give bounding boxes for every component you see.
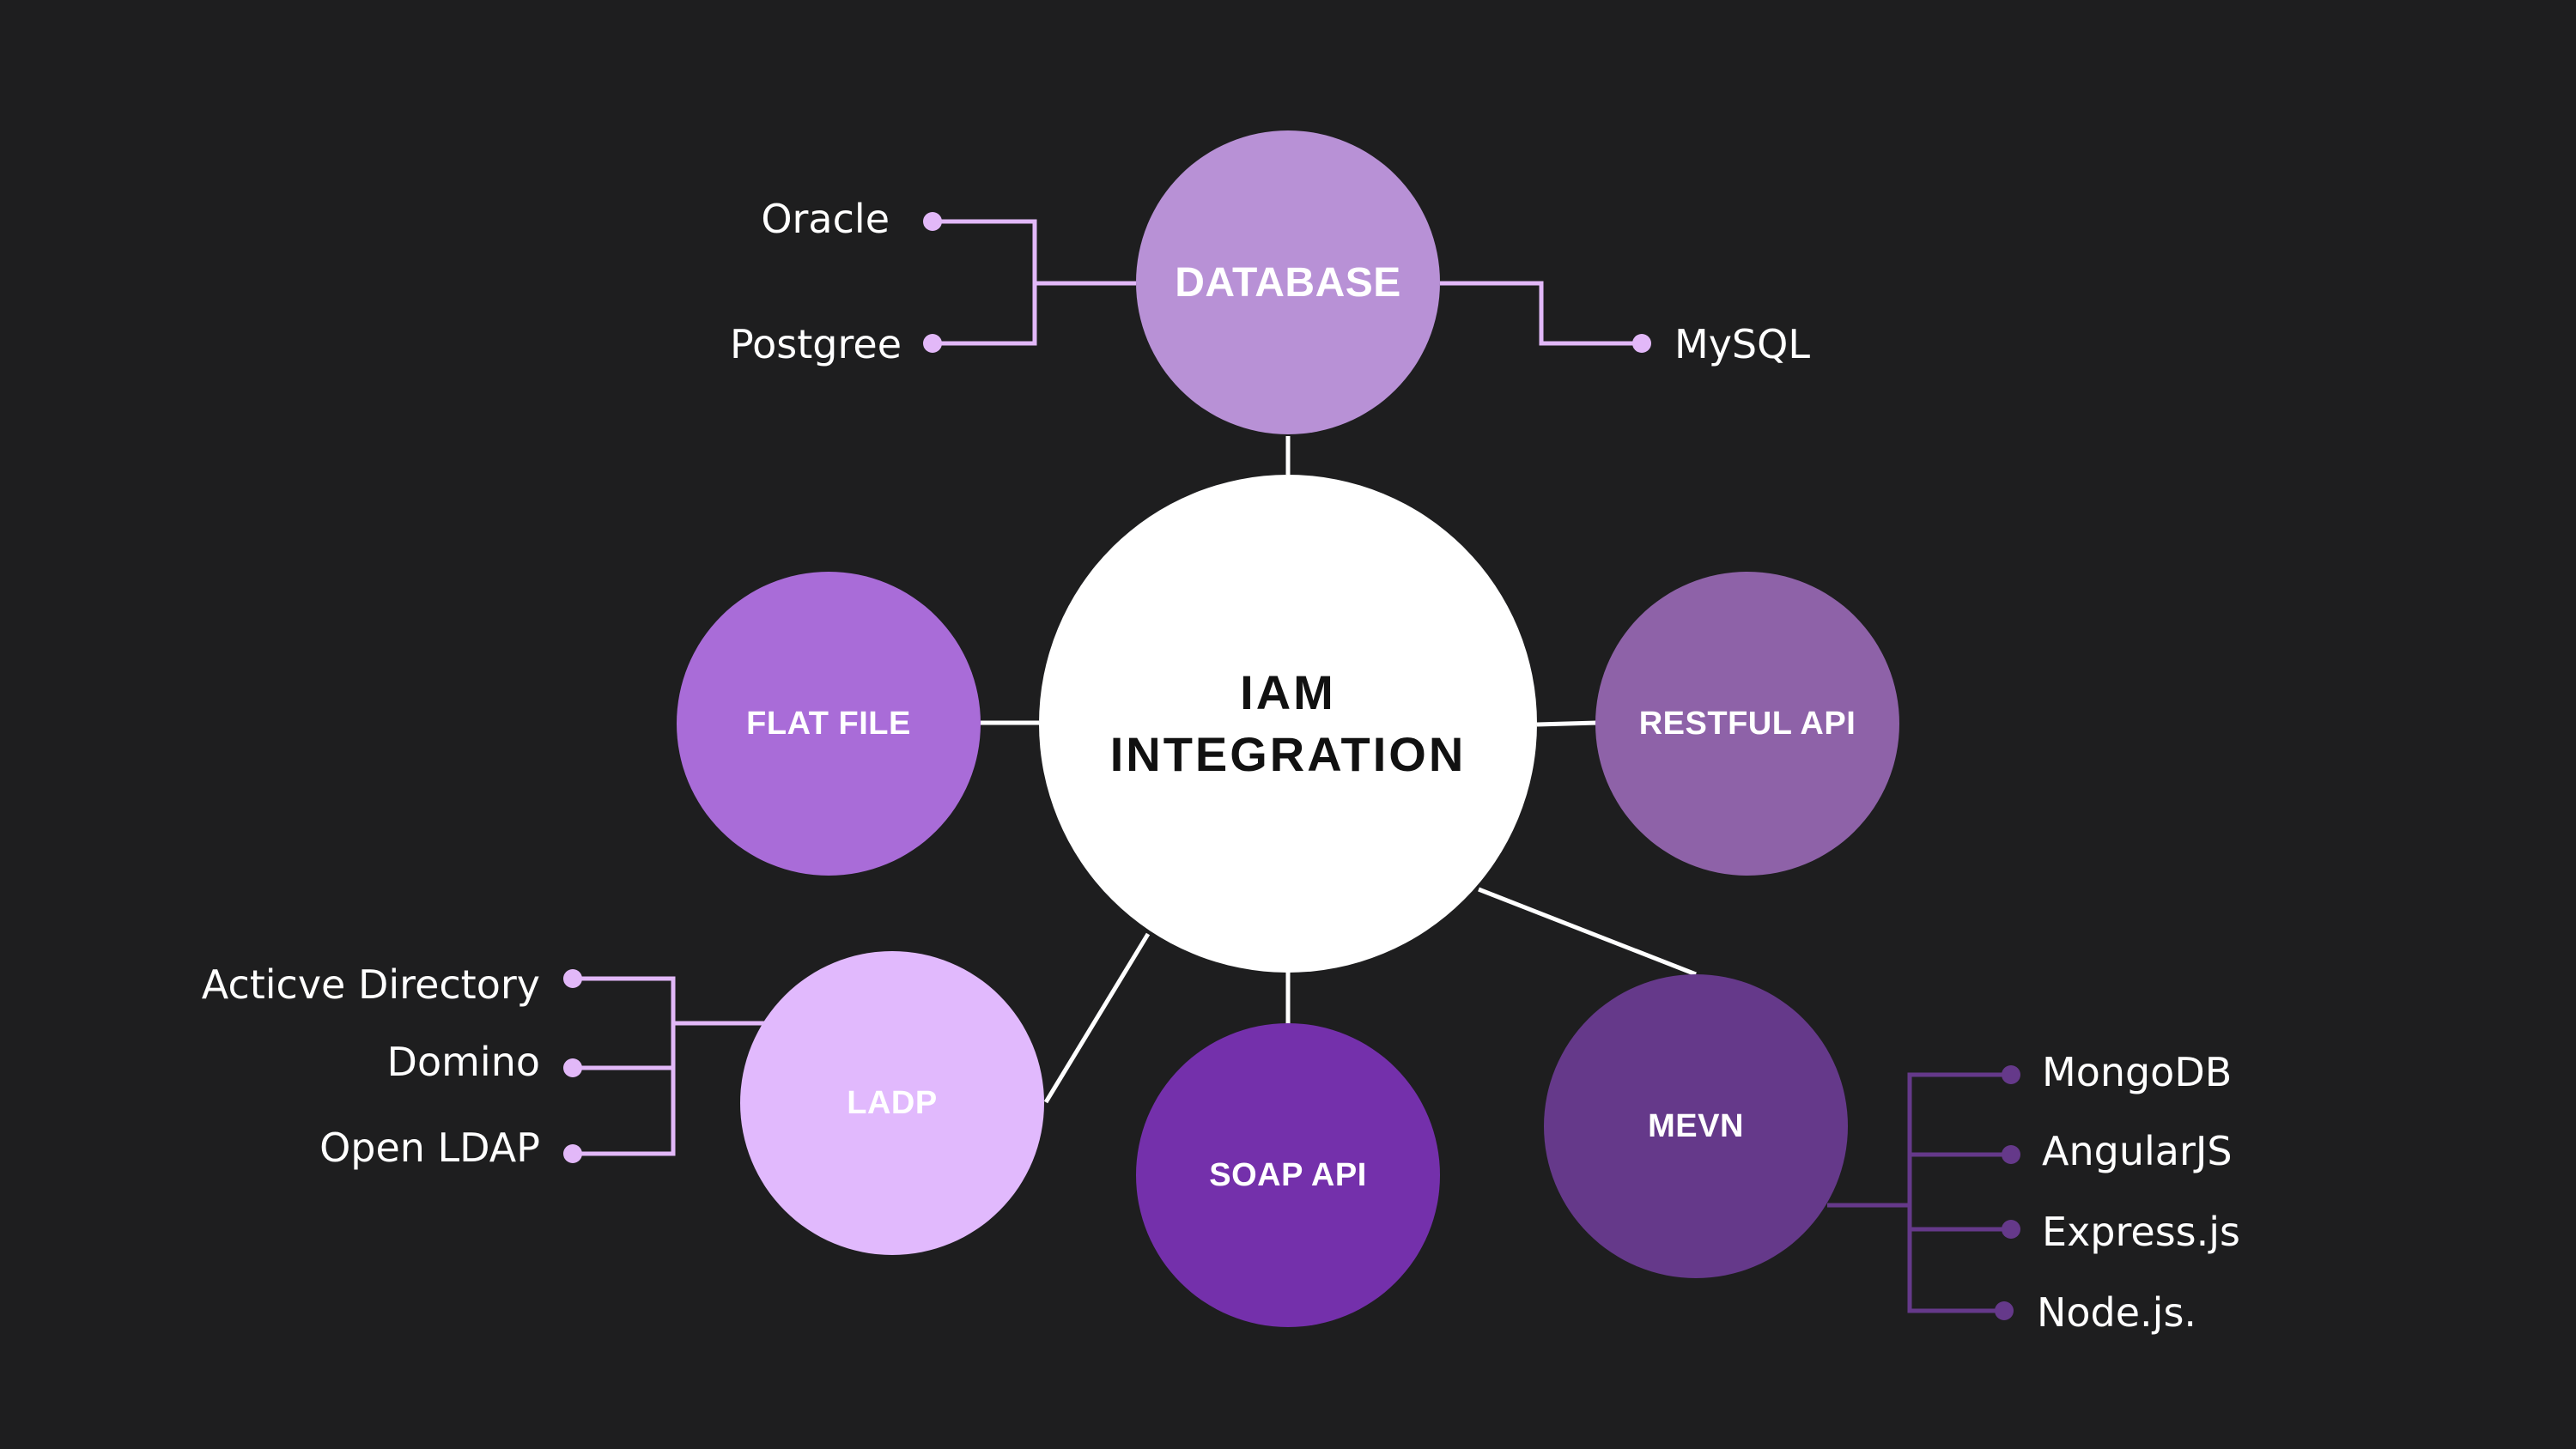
branch-database-left [933,219,1037,346]
dot-mysql [1632,334,1651,353]
dot-mongodb [2002,1065,2020,1084]
leaf-oracle: Oracle [761,196,890,242]
leaf-open-ldap: Open LDAP [319,1125,540,1171]
mevn-label: MEVN [1648,1107,1744,1144]
dot-angularjs [2002,1145,2020,1164]
spoke-mevn [1478,887,1697,977]
leaf-postgree: Postgree [730,321,902,367]
flat-file-node: FLAT FILE [677,572,981,876]
iam-integration-hub: IAM INTEGRATION [1039,475,1537,973]
dot-oracle [923,212,942,231]
ladp-node: LADP [740,951,1044,1255]
mevn-node: MEVN [1544,974,1848,1278]
leaf-active-directory: Acticve Directory [201,961,540,1008]
spoke-restful-api [1536,720,1598,727]
leaf-mongodb: MongoDB [2042,1049,2233,1095]
dot-active-directory [563,969,582,988]
leaf-domino: Domino [386,1039,540,1085]
leaf-expressjs: Express.js [2042,1209,2240,1255]
dot-expressjs [2002,1220,2020,1239]
branch-mevn [1907,1072,2011,1313]
flat-file-label: FLAT FILE [746,705,911,742]
soap-api-label: SOAP API [1209,1156,1367,1193]
spoke-ladp [1043,932,1151,1104]
ladp-label: LADP [847,1084,938,1121]
dot-postgree [923,334,942,353]
hub-title-line1: IAM [1240,665,1336,719]
restful-api-label: RESTFUL API [1638,705,1856,742]
database-label: DATABASE [1175,259,1401,306]
dot-open-ldap [563,1144,582,1163]
leaf-mysql: MySQL [1674,321,1810,367]
branch-database-right [1440,281,1642,346]
restful-api-node: RESTFUL API [1595,572,1899,876]
hub-title-line2: INTEGRATION [1109,727,1467,781]
leaf-angularjs: AngularJS [2042,1128,2233,1174]
soap-api-node: SOAP API [1136,1023,1440,1327]
dot-domino [563,1058,582,1077]
leaf-nodejs: Node.js. [2037,1289,2197,1336]
dot-nodejs [1995,1301,2014,1320]
database-node: DATABASE [1136,130,1440,434]
